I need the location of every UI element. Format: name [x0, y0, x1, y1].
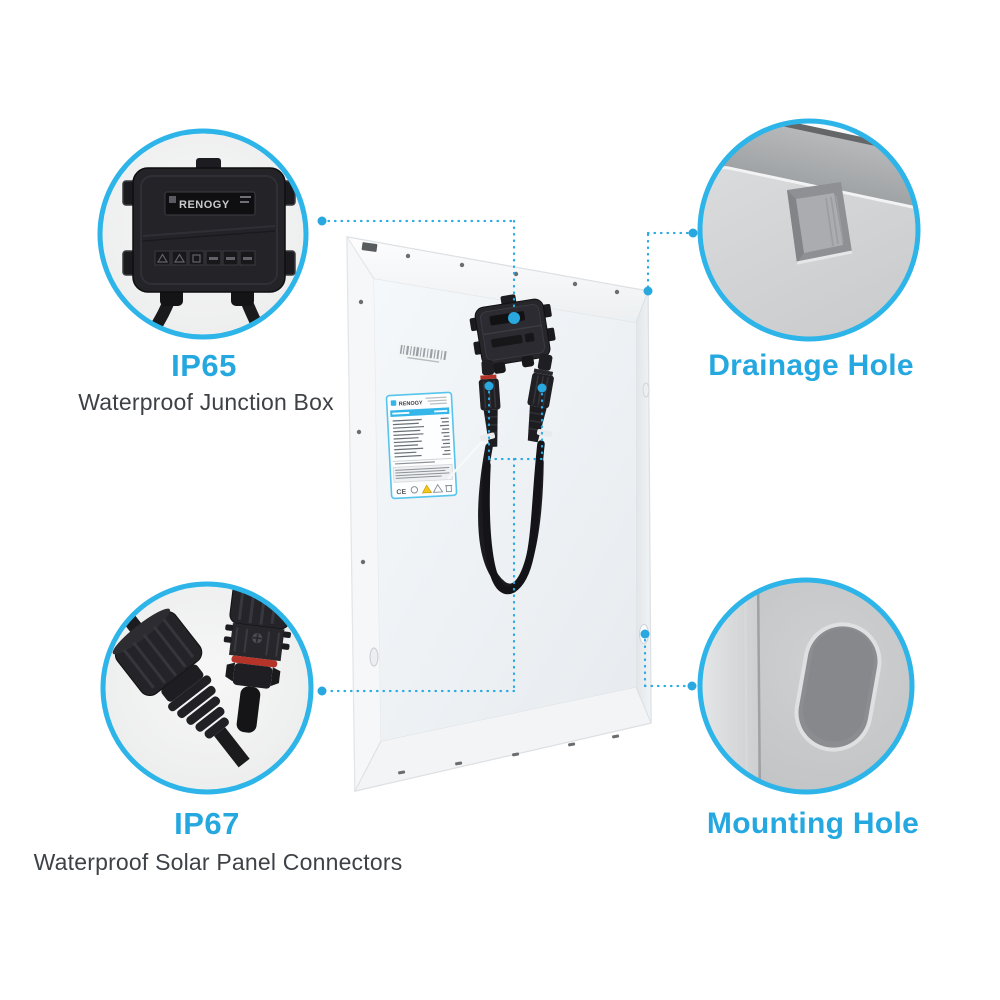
- renogy-logo-icon: [169, 196, 176, 203]
- connectors-caption: Waterproof Solar Panel Connectors: [33, 849, 403, 875]
- callout-dots: [317, 216, 698, 696]
- solar-panel-back: RENOGY: [345, 235, 652, 792]
- frame-right-face: [635, 290, 652, 724]
- callout-dot: [317, 686, 327, 696]
- junction-box-photo: RENOGY: [100, 131, 306, 337]
- drainage-hole-photo: [700, 121, 918, 339]
- mounting-hole-label: Mounting Hole: [706, 807, 920, 840]
- junction-box-caption: Waterproof Junction Box: [78, 389, 334, 415]
- warning-triangle-icon: [173, 253, 186, 263]
- ce-mark: CE: [396, 489, 406, 497]
- drainage-circle-ring: [697, 118, 921, 342]
- callout-dot: [688, 228, 698, 238]
- caution-triangle-icon: [432, 483, 444, 493]
- cable-tie: [479, 432, 496, 442]
- callout-dot: [508, 312, 520, 324]
- mounting-hole-photo: [700, 580, 912, 792]
- mounting-circle-ring: [697, 577, 915, 795]
- drainage-opening: [787, 182, 853, 265]
- spec-label-header-bar: [390, 407, 450, 418]
- callout-dot: [640, 629, 650, 639]
- callout-dot: [484, 381, 494, 391]
- warning-triangle-icon: [156, 253, 169, 263]
- panel-junction-box: [469, 294, 556, 374]
- callout-lines: [320, 219, 692, 693]
- callout-dot: [643, 286, 653, 296]
- junction-box-circle-ring: [97, 128, 309, 340]
- frame-edge-highlight: [700, 580, 758, 792]
- connectors-title: IP67: [174, 806, 240, 841]
- spec-label-brand: RENOGY: [399, 400, 423, 407]
- connectors-photo: [103, 584, 311, 792]
- weee-bin-icon: [445, 484, 453, 493]
- callout-dot: [317, 216, 327, 226]
- callout-dot: [537, 383, 547, 393]
- panel-connector-left: [478, 359, 501, 448]
- mounting-hole-opening: [794, 622, 882, 752]
- mounting-hole-left-frame: [369, 647, 379, 667]
- callout-dot: [687, 681, 697, 691]
- warning-triangle-icon: [421, 484, 433, 494]
- junction-box-title: IP65: [171, 348, 237, 383]
- spec-label-rows: [392, 417, 451, 458]
- o-ring: [231, 655, 278, 668]
- male-mc4-connector: [223, 584, 294, 733]
- barcode-icon: [397, 342, 451, 364]
- connectors-circle-ring: [100, 581, 314, 795]
- recycle-icon: [410, 486, 419, 494]
- junction-box-warning-icons: [154, 250, 256, 266]
- cable-tie: [536, 428, 553, 438]
- junction-box-brand: RENOGY: [179, 199, 230, 211]
- frame-sticker: [361, 242, 378, 252]
- drain-slot-right-frame: [642, 382, 650, 398]
- renogy-logo-icon: [390, 400, 397, 406]
- spec-label: RENOGY: [385, 391, 458, 500]
- spec-label-topright-lines: [425, 396, 447, 405]
- drainage-hole-label: Drainage Hole: [708, 349, 914, 382]
